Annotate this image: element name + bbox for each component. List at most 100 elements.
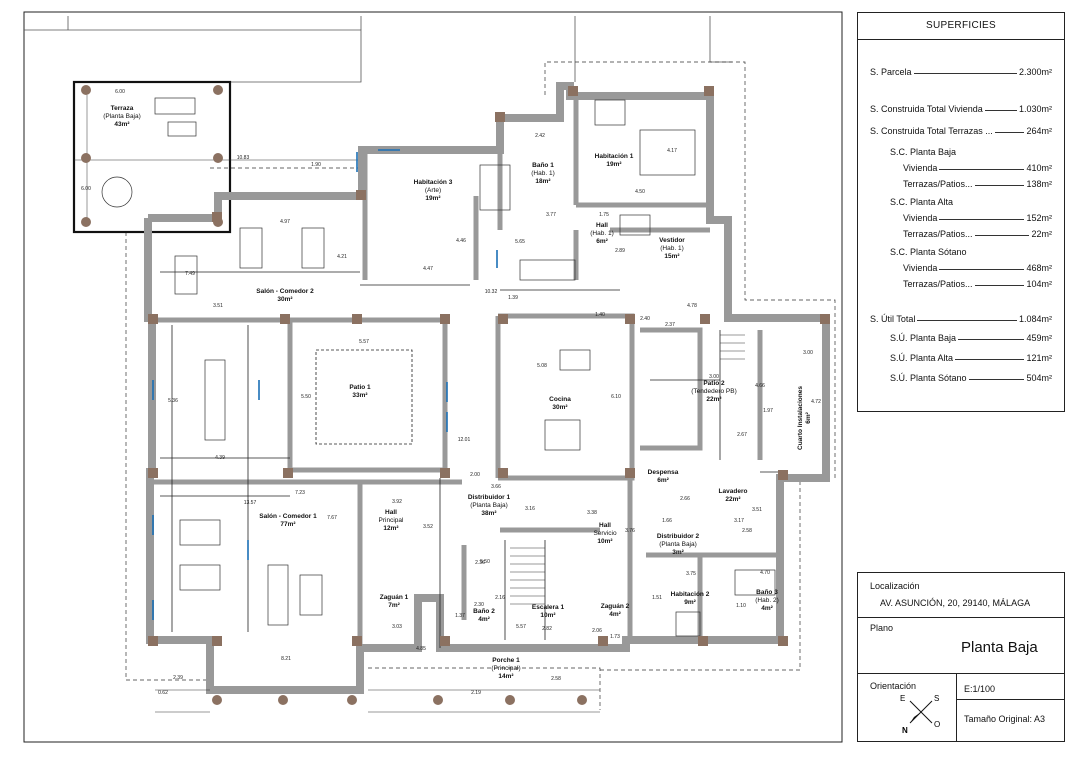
room-label: Porche 1(Principal)14m² (491, 657, 520, 680)
dimension-label: 3.66 (491, 484, 501, 490)
room-label: Hall(Hab. 1)6m² (590, 222, 613, 245)
dimension-label: 3.00 (803, 350, 813, 356)
dimension-label: 4.66 (755, 383, 765, 389)
dimension-label: 1.90 (311, 162, 321, 168)
dimension-label: 3.75 (686, 571, 696, 577)
dimension-labels: 6.0010.831.906.004.974.217.493.514.474.4… (81, 89, 821, 696)
dimension-label: 12.01 (458, 437, 471, 443)
dimension-label: 2.19 (471, 690, 481, 696)
superficie-label: S.C. Planta Baja (890, 146, 959, 158)
dimension-label: 4.21 (337, 254, 347, 260)
room-sub: (Hab. 1) (531, 170, 554, 177)
dimension-label: 4.39 (215, 455, 225, 461)
dimension-label: 4.50 (635, 189, 645, 195)
dimension-label: 1.10 (736, 603, 746, 609)
dimension-label: 4.47 (423, 266, 433, 272)
orientacion-label: Orientación (870, 681, 917, 691)
room-area: 10m² (540, 612, 556, 619)
dimension-label: 2.67 (737, 432, 747, 438)
room-name: Habitación 3 (414, 179, 453, 186)
dimension-label: 3.03 (392, 624, 402, 630)
dimension-label: 3.51 (213, 303, 223, 309)
superficie-label: S.Ú. Planta Sótano (890, 372, 969, 384)
room-area: 15m² (664, 253, 680, 260)
superficie-label: Terrazas/Patios... (903, 228, 975, 240)
compass-icon: E S N O (900, 694, 940, 735)
compass-s: S (934, 694, 939, 703)
superficie-value: 121m² (1024, 352, 1052, 364)
room-area: 4m² (761, 605, 773, 612)
superficie-value: 468m² (1024, 262, 1052, 274)
dimension-label: 4.78 (687, 303, 697, 309)
room-area: 43m² (114, 121, 130, 128)
escala: E:1/100 (964, 684, 996, 694)
room-area: 14m² (498, 673, 514, 680)
superficie-label: Terrazas/Patios... (903, 278, 975, 290)
dimension-label: 4.72 (811, 399, 821, 405)
dimension-label: 5.65 (515, 239, 525, 245)
dimension-label: 2.42 (535, 133, 545, 139)
room-area: 4m² (478, 616, 490, 623)
room-sub: (Tendedero PB) (691, 388, 737, 395)
dimension-label: 1.66 (662, 518, 672, 524)
room-label: Terraza(Planta Baja)43m² (103, 105, 141, 128)
room-name: Hall (385, 509, 397, 516)
superficie-label: Vivienda (903, 162, 940, 174)
dimension-label: 3.38 (587, 510, 597, 516)
dimension-label: 2.58 (742, 528, 752, 534)
plano-label: Plano (870, 623, 894, 633)
room-labels: Terraza(Planta Baja)43m² Habitación 3(Art… (103, 105, 812, 680)
room-name: Hall (596, 222, 608, 229)
dimension-label: 4.17 (667, 148, 677, 154)
dimension-label: 2.06 (592, 628, 602, 634)
room-sub: (Principal) (491, 665, 520, 672)
dimension-label: 3.00 (709, 374, 719, 380)
dimension-label: 5.57 (516, 624, 526, 630)
dimension-label: 7.23 (295, 490, 305, 496)
superficie-value: 104m² (1024, 278, 1052, 290)
room-sub: (Hab. 1) (660, 245, 683, 252)
room-name: Cocina (549, 396, 571, 403)
superficie-value: 504m² (1024, 372, 1052, 384)
dimension-label: 3.92 (392, 499, 402, 505)
dimension-label: 2.36 (475, 560, 485, 566)
superficie-value: 138m² (1024, 178, 1052, 190)
dimension-label: 2.00 (470, 472, 480, 478)
room-area: 6m² (596, 238, 608, 245)
dimension-label: 2.16 (495, 595, 505, 601)
room-label: Habitación 3(Arte)19m² (414, 179, 453, 202)
superficie-label: S.C. Planta Alta (890, 196, 956, 208)
dimension-label: 4.97 (280, 219, 290, 225)
room-name: Habitación 1 (595, 153, 634, 160)
room-label: Patio 2(Tendedero PB)22m² (691, 380, 737, 403)
superficie-label: Vivienda (903, 212, 940, 224)
room-area: 19m² (606, 161, 622, 168)
room-sub: (Planta Baja) (470, 502, 508, 509)
dimension-label: 6.00 (81, 186, 91, 192)
superficie-value: 1.030m² (1016, 103, 1052, 115)
plano-value: Planta Baja (961, 639, 1038, 656)
room-name: Porche 1 (492, 657, 520, 664)
superficie-row: S. Construida Total Terrazas ...264m² (870, 125, 1052, 137)
dimension-label: 2.89 (615, 248, 625, 254)
room-name: Salón - Comedor 2 (256, 288, 314, 295)
superficie-value: 152m² (1024, 212, 1052, 224)
superficie-value: 22m² (1029, 228, 1052, 240)
room-label: Cuarto Instalaciones6m² (797, 386, 812, 450)
room-name: Habitación 2 (671, 591, 710, 598)
superficie-row: S.C. Planta Alta (890, 196, 1052, 208)
room-area: 33m² (352, 392, 368, 399)
room-sub: Principal (379, 517, 404, 524)
